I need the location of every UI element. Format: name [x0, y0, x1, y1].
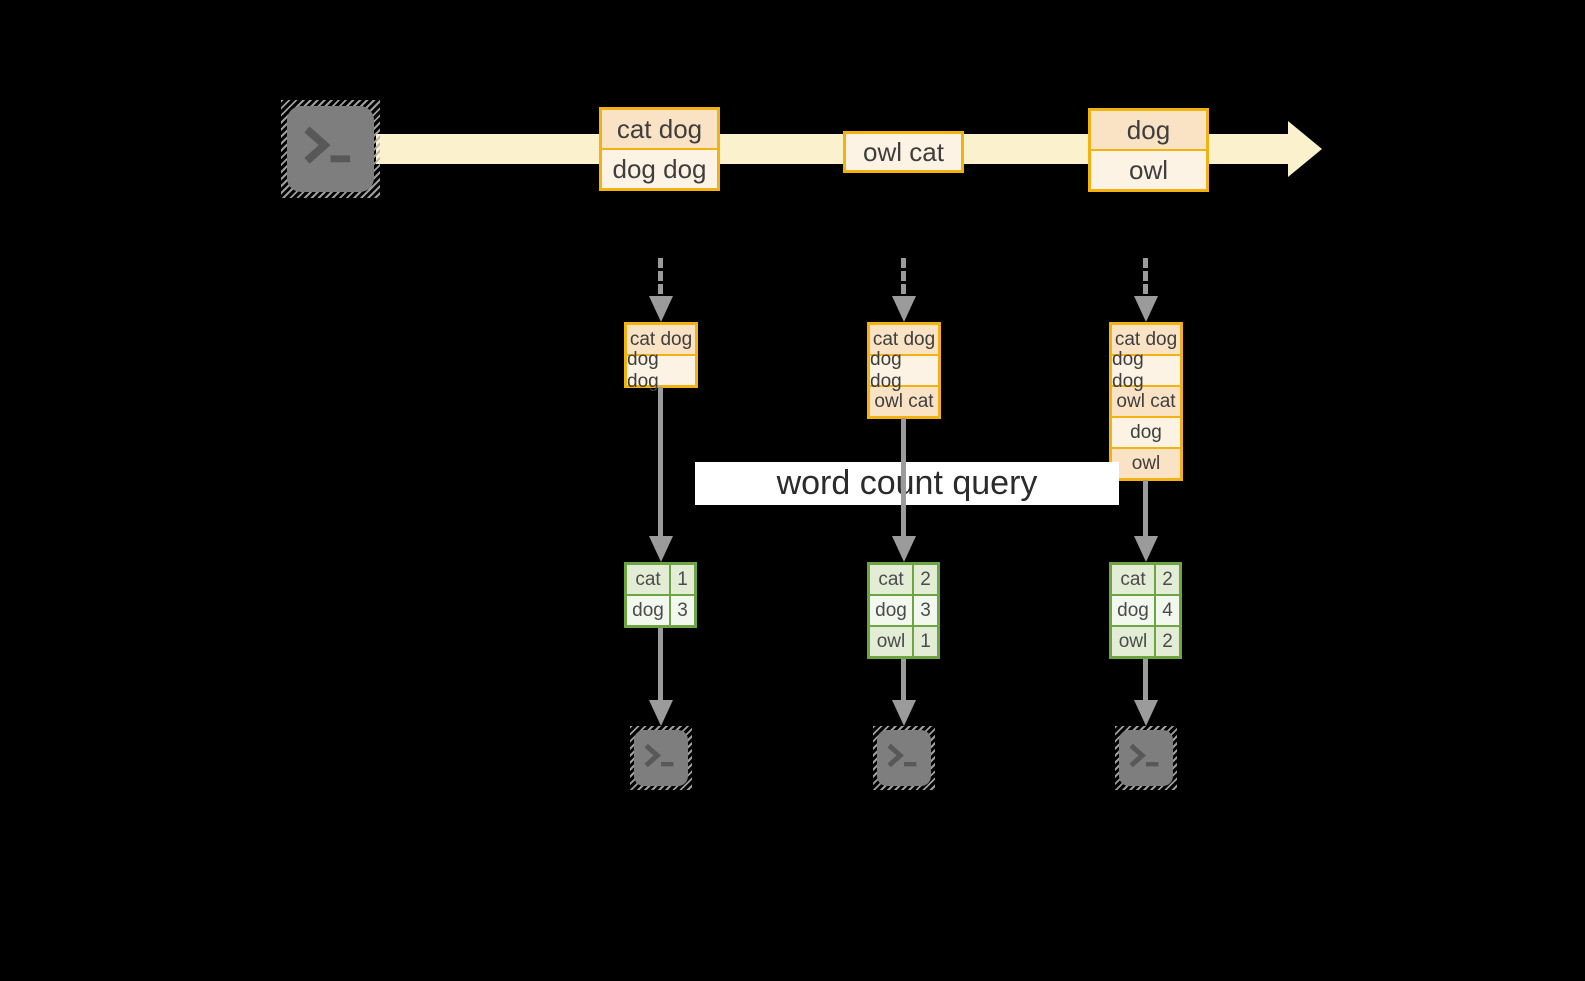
buffer-row: cat dog: [1112, 325, 1180, 354]
buffer-row: owl cat: [870, 385, 938, 416]
buffer-row: owl: [1112, 447, 1180, 478]
buffer-row: dog dog: [870, 349, 938, 392]
stream-record-group-3: dog owl: [1088, 108, 1209, 192]
dashed-arrow-head-icon: [649, 296, 673, 322]
count-table-1: cat 1 dog 3: [624, 562, 697, 628]
arrow-line: [1143, 659, 1148, 702]
sink-terminal-icon-1: [630, 726, 692, 790]
buffer-row: dog dog: [627, 349, 695, 392]
terminal-prompt-icon: [1129, 743, 1159, 768]
buffer-row: dog dog: [1112, 349, 1180, 392]
query-label: word count query: [695, 462, 1119, 505]
terminal-screen: [633, 729, 689, 787]
arrow-line: [658, 628, 663, 702]
stream-arrowhead-icon: [1288, 121, 1322, 177]
buffer-stack-2: cat dog dog dog owl cat: [867, 322, 941, 419]
stream-record: owl cat: [846, 134, 961, 170]
dashed-arrow-line: [901, 258, 906, 294]
count-word: owl: [1112, 627, 1154, 656]
stream-record-group-1: cat dog dog dog: [599, 107, 720, 191]
count-value: 3: [914, 596, 937, 625]
terminal-prompt-icon: [644, 743, 674, 768]
count-word: cat: [1112, 565, 1154, 594]
arrow-head-icon: [649, 700, 673, 726]
arrow-line: [901, 659, 906, 702]
source-terminal-icon: [281, 100, 380, 198]
count-value: 2: [1156, 565, 1179, 594]
dashed-arrow-line: [658, 258, 663, 294]
buffer-row: cat dog: [870, 325, 938, 354]
terminal-prompt-icon: [887, 743, 917, 768]
arrow-head-icon: [1134, 700, 1158, 726]
count-value: 2: [914, 565, 937, 594]
stream-record: owl: [1091, 149, 1206, 189]
arrow-line: [901, 418, 906, 538]
buffer-stack-3: cat dog dog dog owl cat dog owl: [1109, 322, 1183, 481]
arrow-head-icon: [649, 536, 673, 562]
count-value: 3: [671, 596, 694, 625]
buffer-row: owl cat: [1112, 385, 1180, 416]
buffer-stack-1: cat dog dog dog: [624, 322, 698, 392]
stream-record: cat dog: [602, 110, 717, 148]
dashed-arrow-line: [1143, 258, 1148, 294]
sink-terminal-icon-3: [1115, 726, 1177, 790]
count-word: dog: [627, 596, 669, 625]
buffer-row: dog: [1112, 416, 1180, 447]
count-word: dog: [1112, 596, 1154, 625]
arrow-head-icon: [892, 700, 916, 726]
terminal-prompt-icon: [304, 126, 351, 164]
terminal-screen: [1118, 729, 1174, 787]
buffer-row: cat dog: [627, 325, 695, 354]
terminal-screen: [876, 729, 932, 787]
count-word: cat: [627, 565, 669, 594]
count-value: 4: [1156, 596, 1179, 625]
dashed-arrow-head-icon: [1134, 296, 1158, 322]
dashed-arrow-head-icon: [892, 296, 916, 322]
count-table-3: cat 2 dog 4 owl 2: [1109, 562, 1182, 659]
count-word: dog: [870, 596, 912, 625]
stream-record-group-2: owl cat: [843, 131, 964, 173]
arrow-head-icon: [1134, 536, 1158, 562]
sink-terminal-icon-2: [873, 726, 935, 790]
terminal-screen: [286, 105, 375, 193]
arrow-head-icon: [892, 536, 916, 562]
stream-record: dog dog: [602, 148, 717, 188]
count-table-2: cat 2 dog 3 owl 1: [867, 562, 940, 659]
arrow-line: [1143, 480, 1148, 538]
stream-record: dog: [1091, 111, 1206, 149]
arrow-line: [658, 387, 663, 538]
count-value: 1: [914, 627, 937, 656]
count-value: 2: [1156, 627, 1179, 656]
count-word: owl: [870, 627, 912, 656]
count-word: cat: [870, 565, 912, 594]
count-value: 1: [671, 565, 694, 594]
